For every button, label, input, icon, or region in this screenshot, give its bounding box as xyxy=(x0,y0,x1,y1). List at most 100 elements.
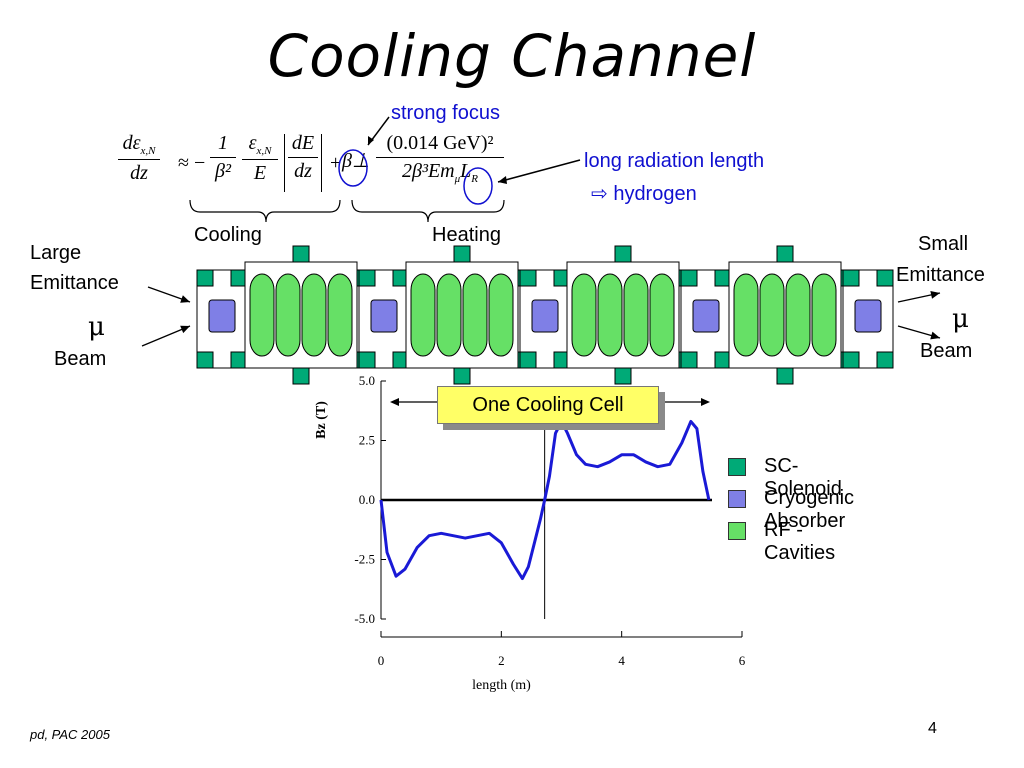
footer-text: pd, PAC 2005 xyxy=(30,727,110,742)
plot-xlabel: length (m) xyxy=(472,678,531,693)
rf-cavity xyxy=(597,273,623,357)
solenoid-coil xyxy=(196,269,214,287)
eq-lhs-den: dz xyxy=(130,162,148,184)
eq-lhs-num: dε xyxy=(122,132,141,154)
rf-cavity xyxy=(275,273,301,357)
legend-swatch-sc-solenoid xyxy=(728,458,746,476)
emittance-right-label: Emittance xyxy=(896,264,985,286)
eq-f4: (0.014 GeV)² 2β³EmμLR xyxy=(376,132,504,185)
cryogenic-absorber xyxy=(854,299,882,333)
rf-cavity xyxy=(785,273,811,357)
one-cooling-cell-box: One Cooling Cell xyxy=(437,386,659,424)
eq-f2: εx,N E xyxy=(242,132,278,185)
heating-brace xyxy=(351,199,505,223)
rf-cavity xyxy=(301,273,327,357)
solenoid-coil xyxy=(453,367,471,385)
cooling-brace xyxy=(189,199,341,223)
plot-ylabel: Bz (T) xyxy=(314,401,329,439)
solenoid-coil xyxy=(292,367,310,385)
legend-label-cryogenic-absorber: Cryogenic Absorber xyxy=(764,487,855,532)
cryogenic-absorber xyxy=(692,299,720,333)
eq-lhs-sub: x,N xyxy=(140,145,156,157)
y-tick-label: 0.0 xyxy=(359,492,375,507)
eq-f4-den-l: L xyxy=(460,160,472,182)
beam-left-label: Beam xyxy=(54,348,107,370)
eq-f2-num: ε xyxy=(248,132,257,154)
solenoid-coil xyxy=(876,269,894,287)
solenoid-coil xyxy=(196,351,214,369)
cooling-label: Cooling xyxy=(194,224,262,246)
long-radiation-arrow xyxy=(497,159,581,183)
y-tick-label: -5.0 xyxy=(354,611,375,626)
abs-bar-left xyxy=(284,134,285,192)
long-radiation-label: long radiation length xyxy=(584,150,765,172)
rf-cavity xyxy=(436,273,462,357)
mu-right-label: μ xyxy=(952,304,969,334)
beam-arrowhead xyxy=(180,325,190,334)
legend-swatch-rf-cavities xyxy=(728,522,746,540)
eq-f2-sub: x,N xyxy=(256,145,272,157)
small-label: Small xyxy=(918,233,969,255)
beam-right-label: Beam xyxy=(920,340,973,362)
long-radiation-arrowhead xyxy=(498,176,507,184)
legend-label-sc-solenoid: SC-Solenoid xyxy=(764,455,842,500)
rf-cavity xyxy=(410,273,436,357)
eq-f3: dE dz xyxy=(288,132,318,183)
beam-arrowhead xyxy=(930,290,940,299)
legend-swatch-cryogenic-absorber xyxy=(728,490,746,508)
hydrogen-label: ⇨ hydrogen xyxy=(591,183,697,205)
rf-cavity xyxy=(733,273,759,357)
y-tick-label: -2.5 xyxy=(354,552,375,567)
rf-cavity xyxy=(462,273,488,357)
abs-bar-right xyxy=(321,134,322,192)
eq-f4-den-r: R xyxy=(471,173,478,185)
emittance-left-label: Emittance xyxy=(30,272,119,294)
x-tick-label: 4 xyxy=(618,653,625,668)
solenoid-coil xyxy=(453,245,471,263)
heating-label: Heating xyxy=(432,224,501,246)
cryogenic-absorber xyxy=(370,299,398,333)
y-tick-label: 5.0 xyxy=(359,373,375,388)
beam-arrowhead xyxy=(930,331,940,340)
large-label: Large xyxy=(30,242,82,264)
rf-cavity xyxy=(327,273,353,357)
rf-cavity xyxy=(623,273,649,357)
solenoid-coil xyxy=(776,367,794,385)
legend-label-rf-cavities: RF -Cavities xyxy=(764,519,836,564)
rf-cavity xyxy=(249,273,275,357)
eq-f4-num: (0.014 GeV)² xyxy=(376,132,504,158)
x-tick-label: 6 xyxy=(739,653,746,668)
solenoid-coil xyxy=(292,245,310,263)
bz-curve xyxy=(379,419,711,581)
eq-f2-den: E xyxy=(253,162,267,184)
eq-approx: ≈ − xyxy=(178,152,206,174)
cell-arrowhead-right xyxy=(701,398,710,406)
beam-arrowhead xyxy=(180,295,190,303)
lr-circle xyxy=(463,167,493,205)
rf-cavity xyxy=(488,273,514,357)
page-number: 4 xyxy=(928,720,937,737)
eq-f3-den: dz xyxy=(294,160,312,182)
rf-cavity xyxy=(571,273,597,357)
cryogenic-absorber xyxy=(531,299,559,333)
eq-f1-den: β² xyxy=(215,160,231,182)
solenoid-coil xyxy=(876,351,894,369)
eq-f4-den-mu: μ xyxy=(454,173,461,185)
rf-cavity xyxy=(811,273,837,357)
eq-f1-num: 1 xyxy=(210,132,236,158)
strong-focus-label: strong focus xyxy=(391,102,500,124)
strong-focus-arrowhead xyxy=(368,136,374,145)
eq-f3-num: dE xyxy=(288,132,318,158)
cryogenic-absorber xyxy=(208,299,236,333)
cell-arrowhead-left xyxy=(390,398,399,406)
rf-cavity xyxy=(649,273,675,357)
page-title: Cooling Channel xyxy=(267,22,757,90)
eq-f1: 1 β² xyxy=(210,132,236,183)
x-tick-label: 2 xyxy=(498,653,505,668)
rf-cavity xyxy=(759,273,785,357)
